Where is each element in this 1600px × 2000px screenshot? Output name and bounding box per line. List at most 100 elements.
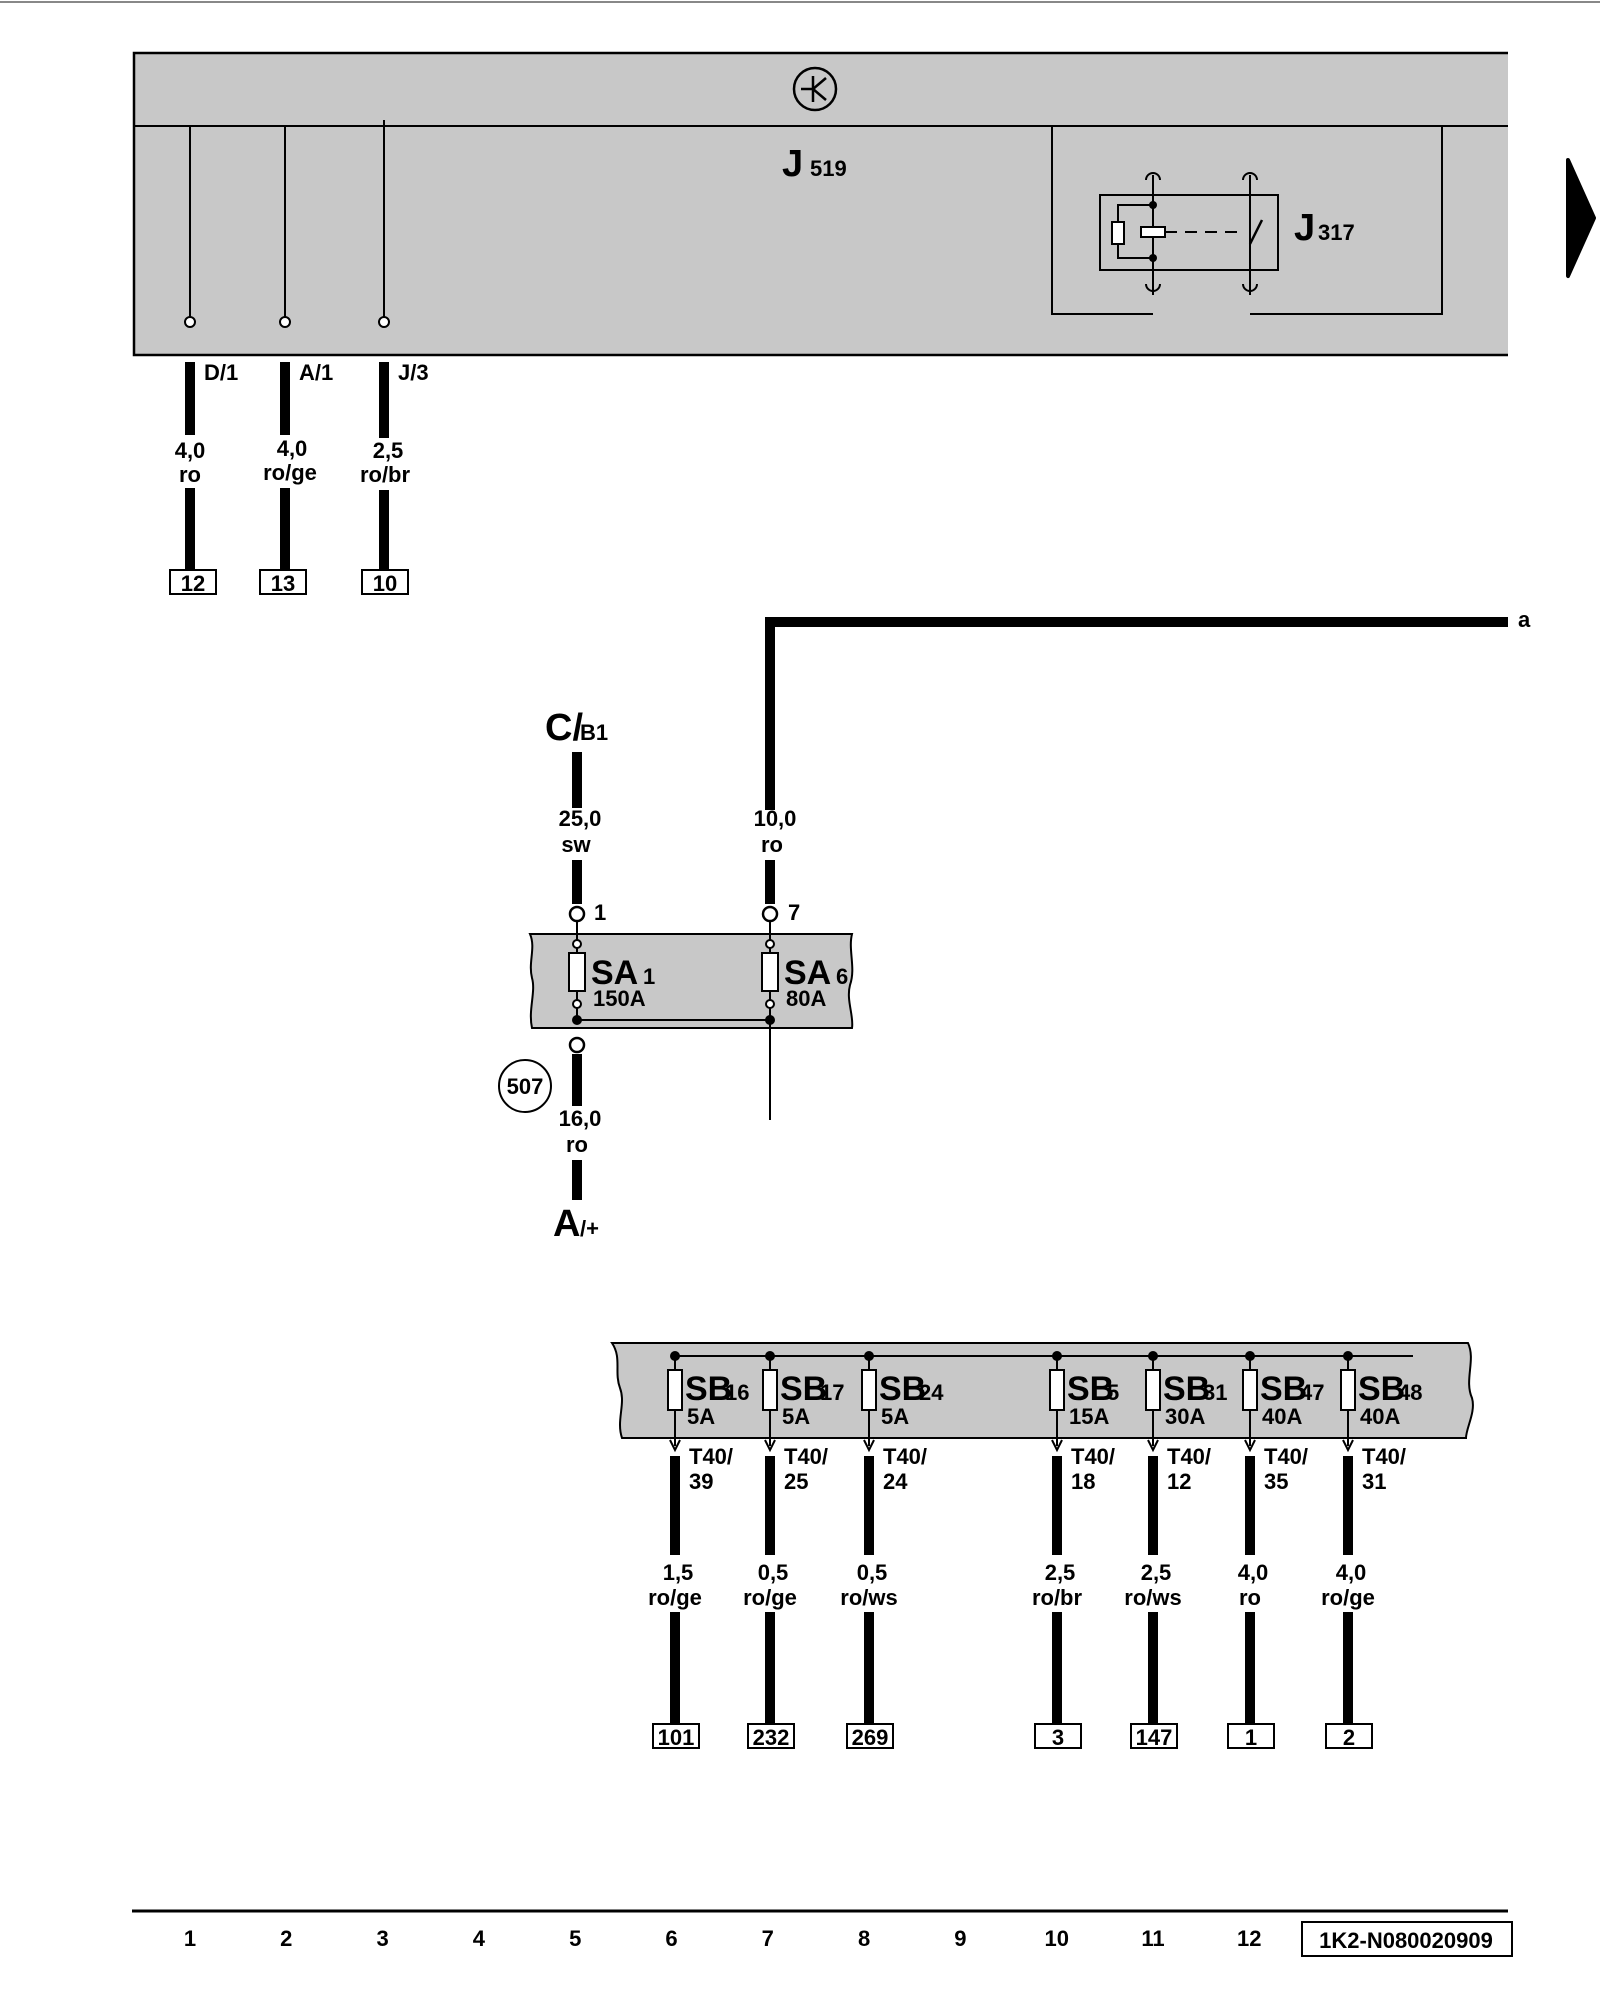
top-terminals: D/1 4,0 ro 12 A/1 4,0 ro/ge 13 J/3 2,5 r… [169,316,429,596]
terminal-label: T40/ [1167,1444,1211,1469]
fuse-amp: 5A [782,1404,810,1429]
ground-number: 507 [507,1074,544,1099]
wire-size: 4,0 [175,438,206,463]
ref-box: 101 [658,1725,695,1750]
wire-color: sw [561,832,591,857]
column-number: 4 [473,1926,486,1951]
wire-color: ro [761,832,783,857]
relay-j317: J 317 [1051,125,1443,315]
connector-a-main: A [553,1203,580,1245]
wire-color: ro [566,1132,588,1157]
wire-size: 0,5 [758,1560,789,1585]
terminal-label: T40/ [784,1444,828,1469]
wire-to-a [765,617,1508,810]
wire-color: ro/ws [840,1585,897,1610]
wire-color: ro/br [1032,1585,1083,1610]
fuse-number: 1 [643,964,655,989]
column-number: 5 [569,1926,581,1951]
ref-box: 13 [271,571,295,596]
terminal-label: T40/ [1362,1444,1406,1469]
ref-box: 3 [1052,1725,1064,1750]
fuse-name: SB [1260,1370,1307,1408]
fuse-number: 31 [1203,1380,1227,1405]
wire-size: 2,5 [373,438,404,463]
fuse-number: 5 [1107,1380,1119,1405]
fuse-number: 48 [1398,1380,1422,1405]
fuse-name: SB [1358,1370,1405,1408]
module-number: 519 [810,156,847,181]
fuse-amp: 15A [1069,1404,1109,1429]
fuse-amp: 80A [786,986,826,1011]
fuse-number: 16 [725,1380,749,1405]
column-number: 3 [376,1926,388,1951]
fuse-box-sb [610,1342,1474,1439]
fuse-number: 17 [820,1380,844,1405]
fuse-box-sa: SA 1 150A SA 6 80A [528,920,854,1120]
terminal-label: T40/ [1071,1444,1115,1469]
wire-color: ro/ge [1321,1585,1375,1610]
column-number: 11 [1141,1926,1164,1951]
terminal-label: T40/ [689,1444,733,1469]
ref-box: 1 [1245,1725,1257,1750]
wire-size: 10,0 [754,806,797,831]
column-number: 12 [1237,1926,1261,1951]
pin-label: 1 [594,900,606,925]
terminal-pin: 31 [1362,1469,1386,1494]
fuse-amp: 30A [1165,1404,1205,1429]
fuse-name: SB [1067,1370,1114,1408]
wire-size: 0,5 [857,1560,888,1585]
fuse-amp: 150A [593,986,646,1011]
terminal-pin: 25 [784,1469,808,1494]
fuse-amp: 40A [1262,1404,1302,1429]
wire-color: ro/br [360,462,411,487]
ground-point [498,1059,552,1113]
column-number: 2 [280,1926,292,1951]
doc-id-box [1301,1921,1513,1957]
terminal-label: T40/ [883,1444,927,1469]
pin-label: D/1 [204,360,238,385]
column-number: 10 [1044,1926,1068,1951]
column-number: 1 [184,1926,196,1951]
column-number: 9 [954,1926,966,1951]
fuse-amp: 40A [1360,1404,1400,1429]
fuse-name: SB [879,1370,926,1408]
wire-size: 4,0 [277,436,308,461]
ref-box: 12 [181,571,205,596]
fuse-number: 6 [836,964,848,989]
fuse-amp: 5A [687,1404,715,1429]
wire-size: 2,5 [1045,1560,1076,1585]
wire-size: 4,0 [1238,1560,1269,1585]
ref-a: a [1518,607,1531,632]
terminal-pin: 24 [883,1469,908,1494]
module-j519: J 519 J 317 [132,51,1508,357]
connector-cb-main: C/ [545,707,583,749]
fuse-number: 47 [1300,1380,1324,1405]
wire-color: ro/ws [1124,1585,1181,1610]
continuation-arrow-icon [1566,158,1596,278]
ref-box: 232 [753,1725,790,1750]
ref-box: 147 [1136,1725,1173,1750]
module-name: J [782,143,803,185]
pin-label: A/1 [299,360,333,385]
wire-color: ro [1239,1585,1261,1610]
terminal-label: T40/ [1264,1444,1308,1469]
wire-size: 16,0 [559,1106,602,1131]
electronic-icon [792,66,838,112]
fuse-name: SA [784,954,831,992]
connector-cb-sub: B1 [580,720,608,745]
ref-box: 10 [373,571,397,596]
wire-color: ro/ge [263,460,317,485]
fuse-name: SB [685,1370,732,1408]
column-numbers: 1234567891011121314 [184,1926,1455,1951]
wire-color: ro [179,462,201,487]
relay-name: J [1294,207,1315,249]
connector-a-sub: /+ [580,1216,599,1241]
wire-size: 2,5 [1141,1560,1172,1585]
